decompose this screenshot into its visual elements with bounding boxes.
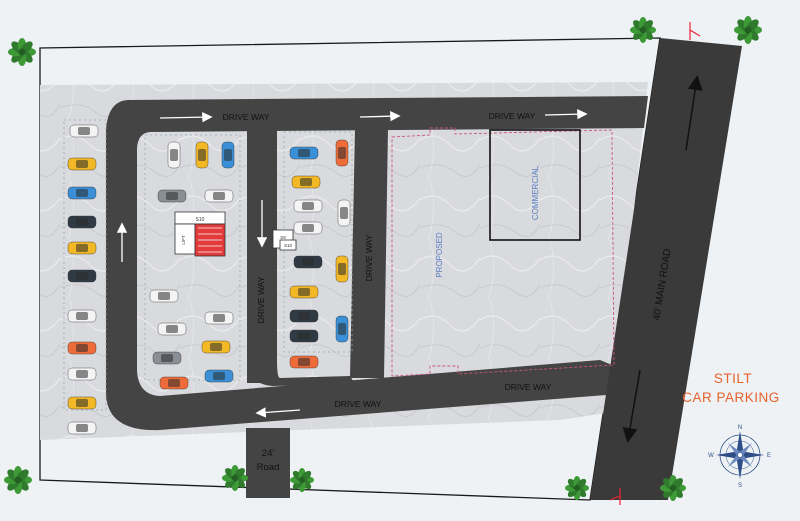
road-arrow-up (685, 75, 703, 151)
car-window (76, 272, 88, 280)
arrow-top-mid (359, 111, 401, 122)
car-window (224, 149, 232, 161)
compass-s: S (738, 483, 742, 489)
drive-way-label-bottom-right: DRIVE WAY (505, 382, 552, 392)
car-window (213, 372, 225, 380)
parking-area-left (63, 119, 107, 411)
tag-c: S9 (280, 235, 286, 240)
tree-icon (660, 475, 686, 501)
car-window (302, 224, 314, 232)
car-window (76, 424, 88, 432)
road-24-label-line1: 24' (262, 448, 275, 459)
arrow-top-left (159, 111, 213, 123)
drive-way-label-bottom-left: DRIVE WAY (335, 399, 382, 409)
car-window (76, 344, 88, 352)
junction (247, 360, 355, 386)
car-window (298, 332, 310, 340)
car-window (158, 292, 170, 300)
compass-n: N (738, 425, 742, 431)
car-window (170, 149, 178, 161)
car-window (298, 312, 310, 320)
tree-icon (4, 466, 32, 494)
compass-w: W (708, 453, 714, 459)
proposed-label: PROPOSED (435, 232, 444, 278)
road-24-label-line2: Road (257, 462, 280, 473)
drive-way-label-vertical-right: DRIVE WAY (364, 234, 374, 281)
road-marker-top (689, 22, 701, 40)
car-window (298, 149, 310, 157)
car-window (213, 192, 225, 200)
road-arrow-down (622, 369, 641, 443)
car-window (78, 127, 90, 135)
drive-way-label-top-left: DRIVE WAY (223, 112, 270, 122)
car-window (300, 178, 312, 186)
arrow-top-right (544, 108, 588, 120)
stair-label: S10 (196, 217, 205, 223)
parked-cars (67, 124, 351, 435)
car-window (76, 312, 88, 320)
commercial-label: COMMERCIAL (531, 165, 540, 220)
title-line-2: CAR PARKING (682, 390, 780, 405)
tree-icon (290, 468, 314, 492)
car-window (298, 288, 310, 296)
car-window (198, 149, 206, 161)
tree-icon (734, 16, 762, 44)
car-window (338, 323, 346, 335)
car-window (338, 147, 346, 159)
car-window (166, 192, 178, 200)
car-window (161, 354, 173, 362)
car-window (76, 218, 88, 226)
car-window (166, 325, 178, 333)
car-window (76, 189, 88, 197)
car-window (168, 379, 180, 387)
car-window (76, 244, 88, 252)
tag-a: S10 (284, 243, 293, 248)
car-window (76, 370, 88, 378)
drive-way-network (106, 96, 648, 498)
tree-icon (221, 464, 249, 492)
compass-e: E (767, 453, 771, 459)
tree-icon (8, 38, 36, 66)
car-window (302, 258, 314, 266)
drive-way-label-top-right: DRIVE WAY (489, 111, 536, 121)
car-window (338, 263, 346, 275)
tree-icon (564, 475, 590, 501)
car-window (302, 202, 314, 210)
arrow-bottom (255, 407, 301, 418)
car-window (213, 314, 225, 322)
small-core: S10 S9 (272, 229, 297, 251)
lift-label: LIFT (181, 235, 186, 245)
car-window (76, 160, 88, 168)
car-window (76, 399, 88, 407)
car-window (210, 343, 222, 351)
road-marker-bottom (609, 488, 621, 505)
commercial-block (489, 129, 581, 241)
drive-way-label-vertical-left: DRIVE WAY (256, 276, 266, 323)
stair-core: S10 LIFT (174, 211, 226, 257)
car-window (298, 358, 310, 366)
proposed-outline (391, 127, 615, 377)
title-line-1: STILT (714, 371, 752, 386)
main-road (590, 38, 742, 500)
compass-rose: N S E W (708, 425, 771, 489)
trees (4, 16, 762, 501)
tree-icon (630, 17, 656, 43)
car-window (340, 207, 348, 219)
